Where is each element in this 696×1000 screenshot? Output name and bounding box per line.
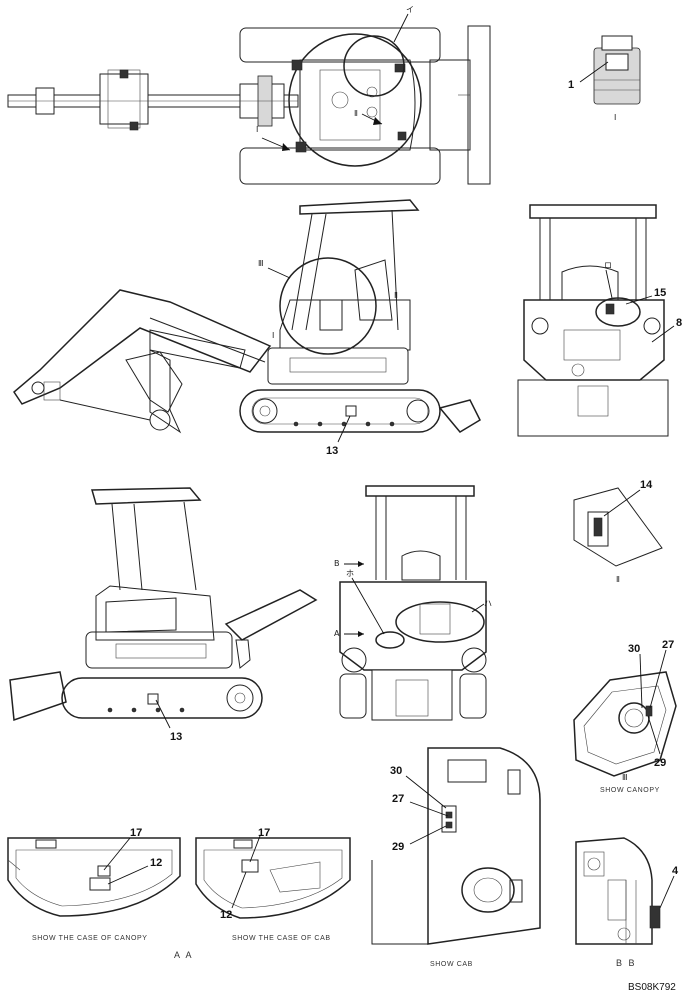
- caption-cab-case: SHOW THE CASE OF CAB: [232, 935, 331, 942]
- aa-section-cab-case: 17 12 SHOW THE CASE OF CAB: [195, 827, 351, 942]
- detail-iii-show-canopy: 30 27 29 Ⅲ SHOW CANOPY: [573, 639, 677, 794]
- detail-i-label: Ⅰ: [614, 113, 616, 122]
- callout-29-cab: 29: [392, 841, 404, 853]
- caption-show-canopy: SHOW CANOPY: [600, 787, 660, 794]
- callout-13-lower: 13: [170, 731, 182, 743]
- detail-i-decal-view: 1 Ⅰ: [568, 35, 641, 122]
- callout-4: 4: [672, 865, 679, 877]
- callout-27-cab: 27: [392, 793, 404, 805]
- caption-canopy-case: SHOW THE CASE OF CANOPY: [32, 935, 148, 942]
- bb-section-view: 4 B B: [575, 837, 679, 968]
- side-view-three-quarter: 13: [9, 487, 318, 743]
- caption-show-cab: SHOW CAB: [430, 961, 473, 968]
- callout-13-upper: 13: [326, 445, 338, 457]
- side-view-canopy: Ⅲ Ⅱ Ⅰ 13: [13, 199, 481, 457]
- detail-ii-decal-view: 14 Ⅱ: [573, 479, 663, 584]
- top-detail-i-mark: Ⅰ: [256, 125, 258, 134]
- section-arrow-a: A: [334, 629, 340, 638]
- callout-30-canopy: 30: [628, 643, 640, 655]
- rear-view-canopy: ロ 15 8: [517, 204, 682, 437]
- callout-8: 8: [676, 317, 682, 329]
- detail-ii-label: Ⅱ: [616, 575, 620, 584]
- callout-17-canopy-case: 17: [130, 827, 142, 839]
- callout-27-canopy: 27: [662, 639, 674, 651]
- side-detail-i-mark: Ⅰ: [272, 331, 274, 340]
- detail-iii-label: Ⅲ: [622, 773, 628, 782]
- section-arrow-b: B: [334, 559, 340, 568]
- side-detail-circle-mark: Ⅲ: [258, 259, 264, 268]
- view-label-aa: A A: [174, 950, 194, 960]
- rear-view-with-sections: ハ ホ B A: [334, 485, 492, 721]
- callout-12-cab-case: 12: [220, 909, 232, 921]
- rear-ro-mark: ロ: [604, 261, 612, 270]
- aa-section-canopy-case: 17 12 SHOW THE CASE OF CANOPY: [7, 827, 181, 942]
- drawing-code: BS08K792: [628, 982, 676, 993]
- callout-30-cab: 30: [390, 765, 402, 777]
- top-detail-ii-mark: Ⅱ: [354, 109, 358, 118]
- rear-ha-mark: ハ: [484, 599, 492, 608]
- callout-12-canopy-case: 12: [150, 857, 162, 869]
- callout-1: 1: [568, 79, 574, 91]
- callout-14: 14: [640, 479, 653, 491]
- side-detail-ii-mark: Ⅱ: [394, 291, 398, 300]
- callout-15: 15: [654, 287, 666, 299]
- callout-29-canopy: 29: [654, 757, 666, 769]
- callout-17-cab-case: 17: [258, 827, 270, 839]
- detail-i-kana-mark: イ: [406, 5, 414, 14]
- top-plan-view: イ Ⅰ Ⅱ: [7, 5, 491, 185]
- show-cab-view: 30 27 29 SHOW CAB: [371, 747, 541, 968]
- view-label-bb: B B: [616, 958, 637, 968]
- rear-ho-mark: ホ: [346, 569, 354, 578]
